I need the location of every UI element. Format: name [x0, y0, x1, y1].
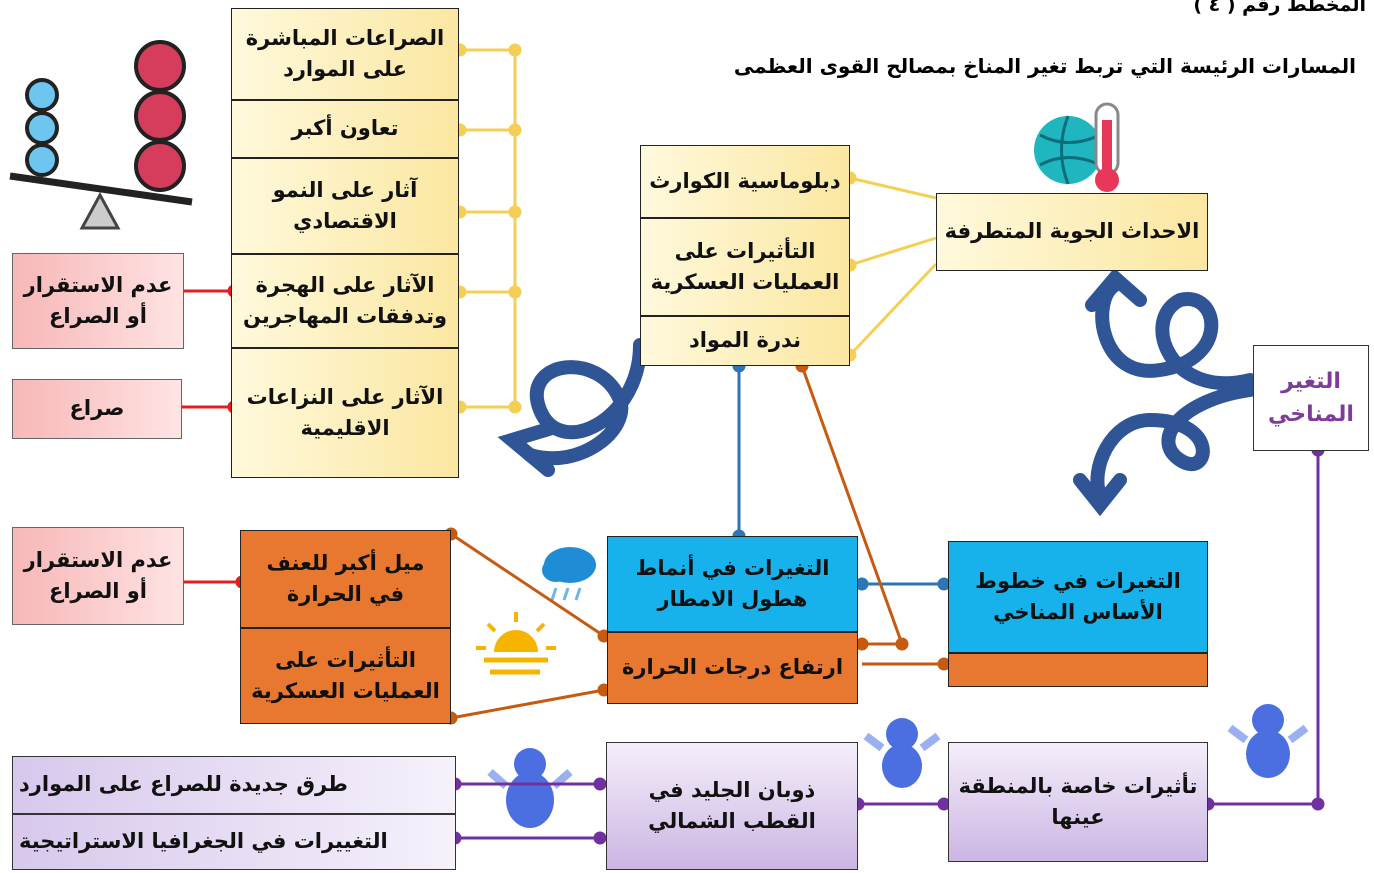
purple-links [448, 443, 1325, 845]
climate-change-box: التغير المناخي [1253, 345, 1369, 451]
outcome-conflict: صراع [12, 379, 182, 439]
outcome-instability-2: عدم الاستقرار أو الصراع [12, 527, 184, 625]
orange-links [444, 359, 951, 725]
middle-item-material-scarcity: ندرة المواد [640, 316, 850, 366]
sun-icon [476, 612, 556, 675]
heat-effect-violence: ميل أكبر للعنف في الحرارة [240, 530, 451, 628]
penguin-icon [863, 718, 941, 788]
yellow-bracket [453, 43, 522, 414]
diagram-code: المخطط رقم ( ٤ ) [1193, 0, 1366, 16]
rain-patterns-box: التغيرات في أنماط هطول الامطار [607, 536, 858, 632]
middle-item-military-ops: التأثيرات على العمليات العسكرية [640, 218, 850, 316]
thermometer-globe-icon [1034, 102, 1120, 192]
left-item-cooperation: تعاون أكبر [231, 100, 459, 158]
arctic-ice-melt-box: ذوبان الجليد في القطب الشمالي [606, 742, 858, 870]
outcome-instability-1: عدم الاستقرار أو الصراع [12, 253, 184, 349]
penguin-icon [1227, 704, 1309, 778]
yellow-links [843, 171, 938, 362]
swirl-arrow-left [497, 338, 647, 477]
swirl-arrow-right [1073, 268, 1257, 517]
baseline-change-box: التغيرات في خطوط الأساس المناخي [948, 541, 1208, 653]
heat-effect-military-ops: التأثيرات على العمليات العسكرية [240, 628, 451, 724]
baseline-orange-strip [948, 653, 1208, 687]
arctic-outcome-resource-routes: طرق جديدة للصراع على الموارد [12, 756, 456, 814]
balance-scale-icon [9, 40, 193, 230]
extreme-weather-events: الاحداث الجوية المتطرفة [936, 193, 1208, 271]
left-item-resource-conflicts: الصراعات المباشرة على الموارد [231, 8, 459, 100]
left-item-regional-conflicts: الآثار على النزاعات الاقليمية [231, 348, 459, 478]
middle-item-disaster-diplomacy: دبلوماسية الكوارث [640, 145, 850, 218]
diagram-subtitle: المسارات الرئيسة التي تربط تغير المناخ ب… [733, 54, 1356, 78]
region-specific-effects-box: تأثيرات خاصة بالمنطقة عينها [948, 742, 1208, 862]
left-item-economic-growth: آثار على النمو الاقتصادي [231, 158, 459, 254]
temperature-rise-box: ارتفاع درجات الحرارة [607, 632, 858, 704]
left-item-migration: الآثار على الهجرة وتدفقات المهاجرين [231, 254, 459, 348]
penguin-icon [487, 748, 573, 828]
rain-cloud-icon [542, 547, 596, 601]
arctic-outcome-geostrategy: التغييرات في الجغرافيا الاستراتيجية [12, 814, 456, 870]
